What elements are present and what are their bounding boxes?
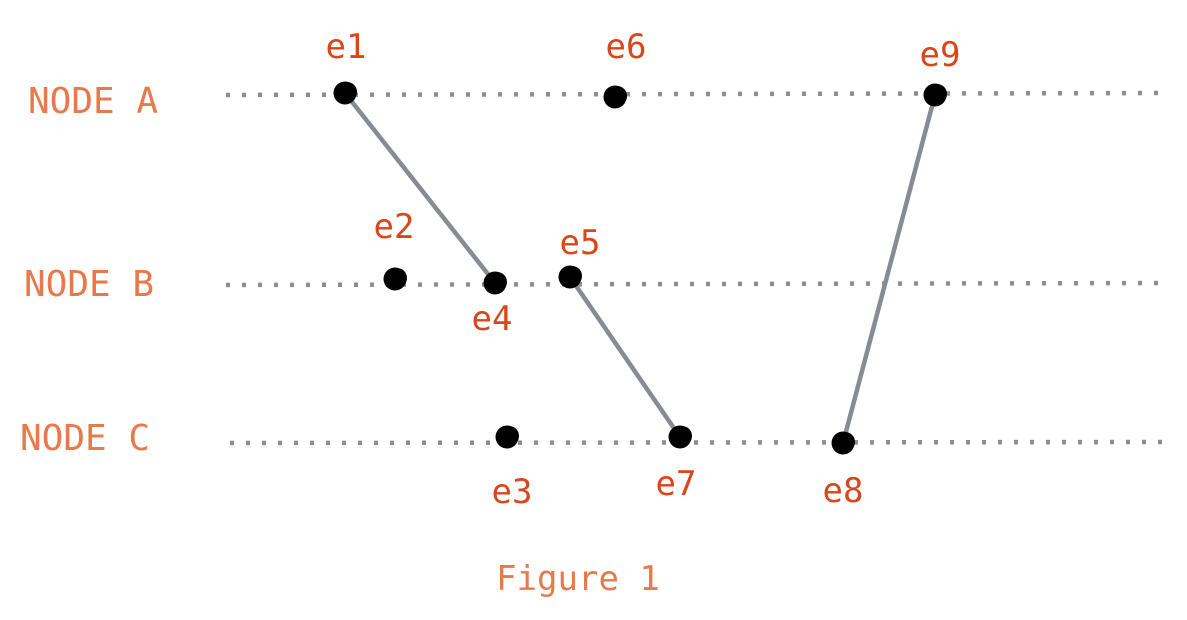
timelines bbox=[225, 90, 1169, 446]
node-label-b: NODE B bbox=[24, 264, 154, 305]
events: e1 e6 e9 e2 e4 e5 e3 e7 e8 bbox=[326, 27, 961, 512]
event-e7: e7 bbox=[656, 425, 697, 504]
event-label-e4: e4 bbox=[472, 299, 513, 339]
timeline-node-a bbox=[225, 90, 1169, 98]
event-e4: e4 bbox=[472, 271, 513, 339]
node-labels: NODE A NODE B NODE C bbox=[20, 81, 158, 459]
event-e6: e6 bbox=[603, 27, 647, 109]
event-e9: e9 bbox=[920, 35, 961, 107]
event-dot-stroke-e5 bbox=[562, 266, 582, 286]
event-dot-stroke-e8 bbox=[835, 432, 855, 452]
node-label-a: NODE A bbox=[28, 81, 158, 122]
event-label-e8: e8 bbox=[823, 471, 864, 511]
event-dot-stroke-e1 bbox=[337, 82, 357, 102]
messages bbox=[342, 90, 938, 446]
message-e8-e9 bbox=[840, 92, 938, 446]
figure-caption: Figure 1 bbox=[496, 559, 660, 599]
event-dot-stroke-e9 bbox=[927, 84, 947, 104]
event-label-e5: e5 bbox=[560, 223, 601, 263]
event-dot-stroke-e2 bbox=[387, 268, 407, 288]
event-label-e1: e1 bbox=[326, 27, 367, 67]
event-dot-stroke-e3 bbox=[499, 426, 519, 446]
event-e8: e8 bbox=[823, 431, 864, 511]
event-label-e9: e9 bbox=[920, 35, 961, 75]
event-dot-stroke-e6 bbox=[607, 86, 627, 106]
event-label-e6: e6 bbox=[606, 27, 647, 67]
event-label-e3: e3 bbox=[492, 472, 533, 512]
message-e5-e7 bbox=[567, 274, 683, 440]
node-label-c: NODE C bbox=[20, 418, 150, 459]
event-dot-stroke-e7 bbox=[672, 426, 692, 446]
event-e1: e1 bbox=[326, 27, 367, 105]
event-dot-stroke-e4 bbox=[487, 272, 507, 292]
timeline-node-c bbox=[229, 439, 1169, 446]
event-label-e7: e7 bbox=[656, 464, 697, 504]
event-e5: e5 bbox=[558, 223, 601, 289]
event-e3: e3 bbox=[492, 425, 533, 512]
event-label-e2: e2 bbox=[374, 207, 415, 247]
message-e1-e4 bbox=[342, 90, 498, 286]
timeline-node-b bbox=[225, 280, 1169, 288]
event-e2: e2 bbox=[374, 207, 415, 291]
